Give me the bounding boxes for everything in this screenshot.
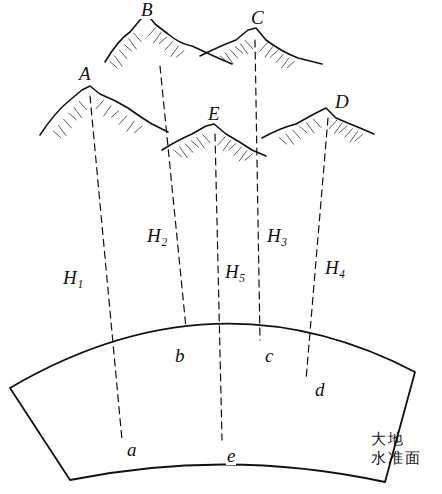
height-label: H₁	[62, 268, 84, 287]
hatch-stroke	[329, 120, 337, 129]
hatch-stroke	[259, 43, 267, 52]
hatch-stroke	[176, 50, 184, 57]
plumb-line	[306, 118, 328, 380]
hatch-stroke	[245, 154, 253, 161]
hatch-stroke	[129, 38, 137, 49]
height-label: H₄	[324, 258, 346, 277]
hatch-stroke	[148, 28, 156, 37]
hatch-stroke	[270, 50, 278, 57]
hatch-stroke	[134, 126, 142, 133]
hatch-stroke	[124, 44, 132, 51]
plumb-line	[255, 40, 260, 340]
hatch-stroke	[63, 119, 71, 128]
hatch-stroke	[191, 140, 199, 147]
peak-label: A	[78, 64, 92, 83]
peak-label: E	[207, 104, 221, 123]
hatch-stroke	[339, 126, 347, 133]
hatch-stroke	[103, 105, 111, 116]
foot-label: e	[226, 446, 236, 465]
hatch-stroke	[334, 123, 342, 134]
peak-label: B	[140, 0, 154, 19]
hatch-stroke	[185, 144, 193, 153]
hatch-stroke	[111, 110, 119, 117]
hatch-stroke	[153, 32, 161, 43]
height-label: H₅	[224, 262, 246, 281]
peak-label: C	[250, 8, 265, 27]
hatch-stroke	[127, 121, 135, 132]
mountain-E	[162, 124, 266, 156]
hatch-stroke	[293, 130, 301, 139]
hatch-stroke	[240, 43, 248, 54]
hatch-stroke	[234, 147, 242, 156]
hatch-stroke	[165, 41, 173, 50]
hatch-stroke	[119, 116, 127, 125]
hatch-stroke	[171, 46, 179, 57]
hatch-stroke	[220, 56, 228, 63]
plumb-line	[90, 96, 122, 440]
mountain-D	[262, 108, 374, 138]
hatch-stroke	[217, 136, 225, 145]
hatch-stroke	[286, 134, 294, 145]
foot-label: b	[174, 346, 186, 365]
hatch-stroke	[306, 122, 314, 133]
hatch-stroke	[79, 101, 87, 110]
hatch-stroke	[245, 40, 253, 49]
hatch-stroke	[235, 46, 243, 53]
hatch-stroke	[114, 56, 122, 67]
geoid-surface	[10, 324, 415, 482]
hatch-stroke	[350, 131, 358, 142]
hatch-stroke	[355, 134, 363, 141]
hatch-stroke	[313, 119, 321, 128]
hatch-stroke	[74, 107, 82, 118]
hatch-stroke	[119, 50, 127, 59]
foot-label: c	[264, 346, 274, 365]
hatch-stroke	[53, 131, 61, 138]
mountain-B	[105, 14, 232, 64]
hatch-stroke	[58, 125, 66, 136]
hatch-stroke	[69, 113, 77, 120]
mountain-A	[40, 86, 168, 135]
height-label: H₃	[266, 226, 288, 245]
hatch-stroke	[345, 128, 353, 137]
hatch-stroke	[276, 54, 284, 63]
hatch-stroke	[96, 100, 104, 109]
surface-label: 大地 水准面	[370, 430, 423, 468]
peak-label: D	[334, 92, 350, 111]
hatch-stroke	[287, 61, 295, 68]
hatch-stroke	[299, 126, 307, 133]
foot-label: a	[126, 440, 138, 459]
hatch-stroke	[133, 33, 141, 42]
hatch-stroke	[230, 50, 238, 59]
hatch-stroke	[110, 61, 118, 68]
hatch-stroke	[279, 137, 287, 144]
hatch-stroke	[228, 143, 236, 150]
hatch-stroke	[174, 150, 182, 157]
plumb-line	[215, 134, 222, 440]
mountain-C	[200, 28, 322, 64]
height-label: H₂	[146, 226, 168, 245]
plumb-line	[160, 66, 186, 328]
hatch-stroke	[159, 37, 167, 44]
hatch-stroke	[225, 53, 233, 64]
hatch-stroke	[202, 134, 210, 143]
foot-label: d	[314, 380, 326, 399]
